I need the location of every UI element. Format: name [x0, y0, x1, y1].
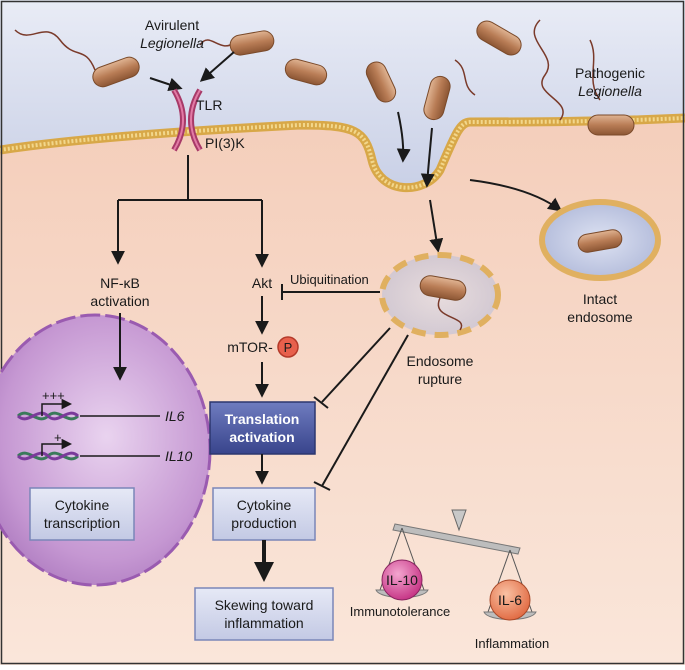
rupture-sub-label: rupture [418, 371, 463, 387]
bacterium [365, 61, 397, 103]
translation-activation-box [209, 401, 316, 455]
inhibition-bar [313, 396, 329, 409]
akt-label: Akt [252, 275, 272, 291]
arrow [420, 127, 435, 188]
inflammation-label: Inflammation [475, 636, 549, 651]
production-label: Cytokine [237, 497, 292, 513]
il6-ball [489, 579, 531, 621]
intact-label: Intact [583, 291, 617, 307]
bacterium [476, 20, 522, 56]
immunotolerance-label: Immunotolerance [350, 604, 450, 619]
il6-ball-label: IL-6 [498, 592, 522, 608]
arrow [396, 111, 411, 163]
cytokine-transcription-box [29, 487, 135, 541]
translation-label: Translation [225, 411, 300, 427]
pathogenic-species-label: Legionella [578, 83, 642, 99]
il10-level: + [54, 430, 62, 445]
il10-gene: IL10 [165, 448, 192, 464]
phosphate-label: P [284, 340, 293, 355]
skewing-label: Skewing toward [215, 597, 314, 613]
arrow [149, 77, 183, 92]
il6-level: +++ [42, 388, 65, 403]
plasma-membrane-inner [0, 116, 685, 190]
bacterium [587, 114, 635, 136]
endosome-inhibition-translation [321, 327, 391, 403]
translation-activation-label: activation [229, 429, 294, 445]
nfkb-activation-label: activation [90, 293, 149, 309]
flagellum [14, 29, 96, 71]
bacterium [423, 75, 451, 121]
skewing-box [194, 587, 334, 641]
dna-il6 [16, 398, 160, 421]
flagellum [454, 59, 476, 96]
il6-gene: IL6 [165, 408, 185, 424]
il10-ball [381, 559, 423, 601]
tlr-label: TLR [196, 97, 222, 113]
skewing-sub-label: inflammation [224, 615, 303, 631]
pi3k-label: PI(3)K [205, 135, 245, 151]
production-sub-label: production [231, 515, 296, 531]
ubiquitination-label: Ubiquitination [290, 272, 369, 287]
ruptured-endosome [379, 252, 501, 338]
phosphate-circle [277, 336, 299, 358]
bacterium [92, 56, 140, 88]
intact-sub-label: endosome [567, 309, 633, 325]
flagellum [589, 39, 601, 101]
bacterium [229, 30, 275, 56]
cytokine-production-box [212, 487, 316, 541]
pathogenic-label: Pathogenic [575, 65, 645, 81]
mtor-label: mTOR- [227, 339, 273, 355]
intact-endosome [539, 199, 661, 281]
bacterium [284, 58, 328, 86]
inhibition-bar [313, 481, 331, 491]
arrow [199, 51, 235, 82]
nfkb-label: NF-κB [100, 275, 140, 291]
transcription-label: Cytokine [55, 497, 110, 513]
arrow-to-rupture [429, 199, 444, 253]
tlr-receptor [171, 88, 203, 152]
arrow-to-intact [469, 179, 563, 212]
transcription-sub-label: transcription [44, 515, 120, 531]
dna-il10 [16, 438, 160, 461]
endosome-inhibition-production [321, 334, 409, 487]
rupture-label: Endosome [407, 353, 474, 369]
flagellum [533, 19, 564, 121]
avirulent-label: Avirulent [145, 17, 199, 33]
avirulent-species-label: Legionella [140, 35, 204, 51]
il10-ball-label: IL-10 [386, 572, 418, 588]
